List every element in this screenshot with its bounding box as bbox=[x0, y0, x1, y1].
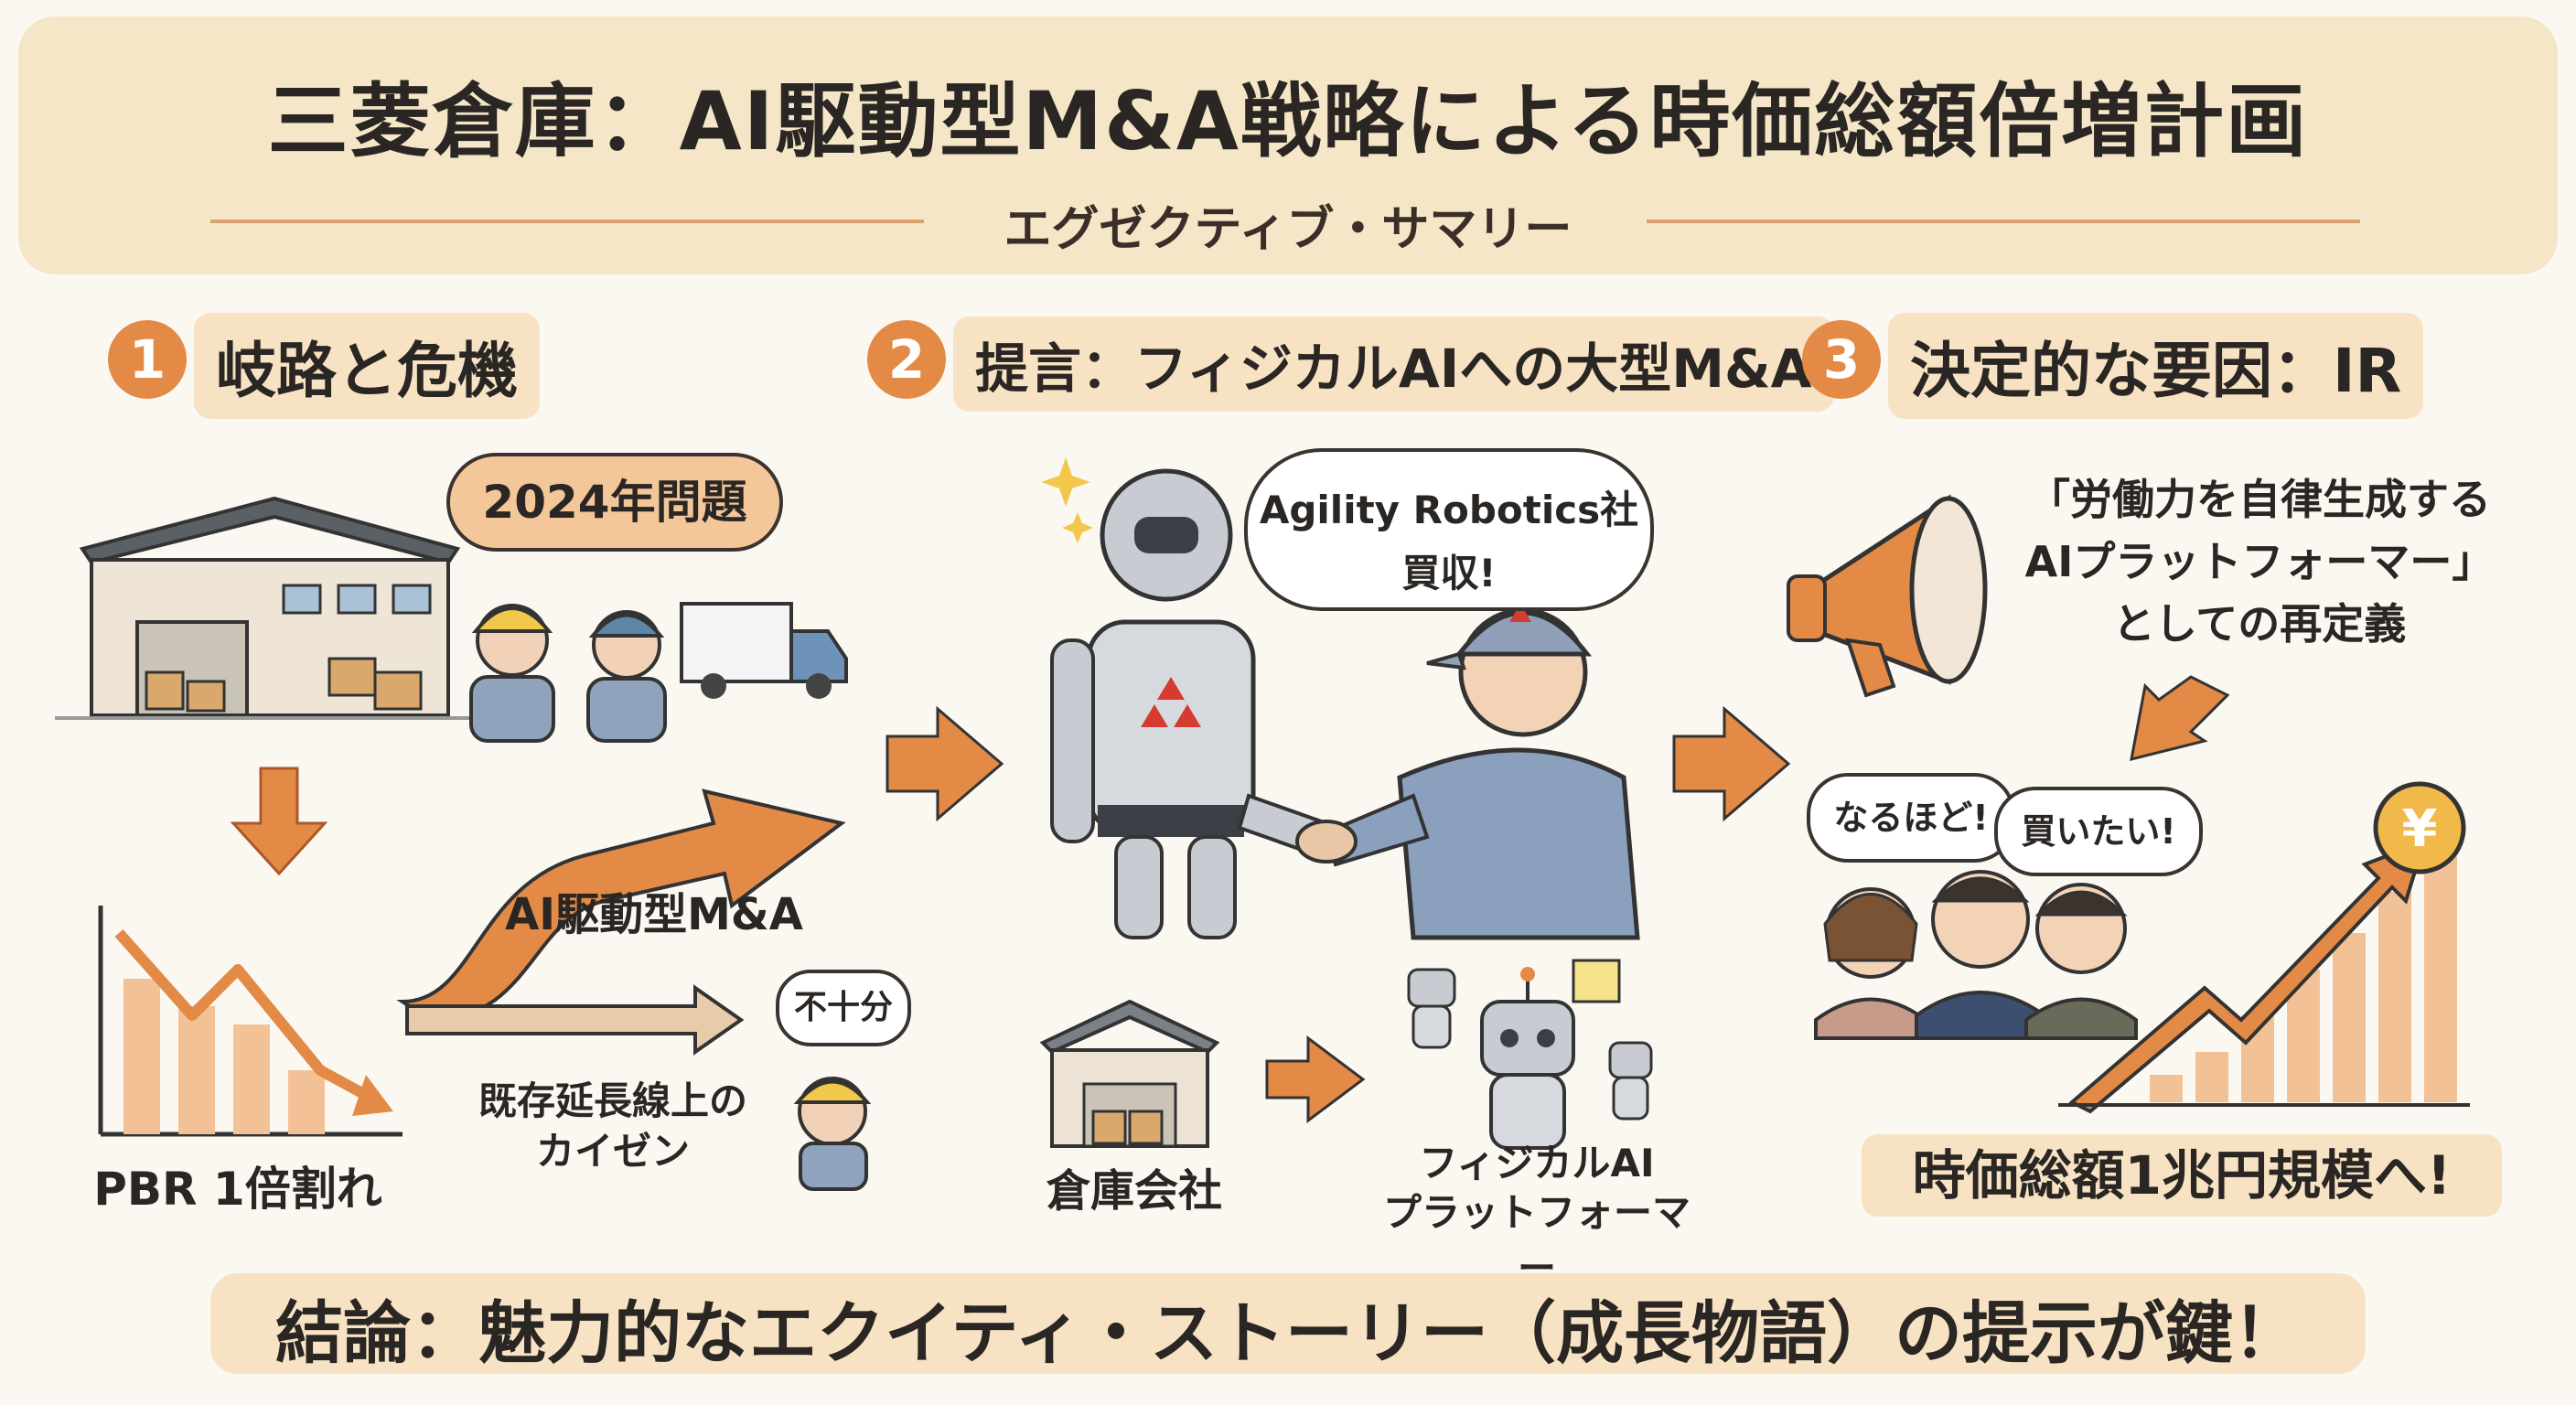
robot-group-icon bbox=[1407, 959, 1653, 1150]
worker-icon bbox=[793, 1077, 872, 1191]
subtitle-divider-left bbox=[210, 220, 924, 223]
kaizen-label-line2: カイゼン bbox=[535, 1129, 690, 1174]
page-subtitle: エグゼクティブ・サマリー bbox=[1004, 202, 1572, 257]
warehouse-company-label: 倉庫会社 bbox=[1046, 1165, 1222, 1217]
section-3-title: 決定的な要因：IR bbox=[1888, 313, 2424, 419]
acquisition-bubble: Agility Robotics社 買収! bbox=[1244, 448, 1654, 611]
svg-text:¥: ¥ bbox=[2402, 799, 2438, 859]
investor-icon bbox=[2024, 883, 2138, 1040]
section-2-title: 提言：フィジカルAIへの大型M&A bbox=[953, 316, 1834, 412]
investor-bubble-right: 買いたい! bbox=[1994, 787, 2203, 876]
section-1-title: 岐路と危機 bbox=[194, 313, 540, 419]
growth-chart bbox=[2058, 838, 2470, 1114]
subtitle-divider-right bbox=[1647, 220, 2360, 223]
down-arrow-icon bbox=[2130, 675, 2230, 762]
conclusion-highlight bbox=[210, 1273, 2366, 1374]
insufficient-bubble: 不十分 bbox=[776, 970, 911, 1046]
section-1-number: 1 bbox=[108, 320, 187, 399]
pbr-label: PBR 1倍割れ bbox=[93, 1163, 382, 1216]
investor-bubble-left: なるほど! bbox=[1807, 773, 2015, 863]
robot-icon bbox=[1050, 468, 1329, 939]
staff-worker-icon bbox=[1324, 604, 1640, 940]
worker-icon bbox=[586, 610, 667, 743]
worker-icon bbox=[469, 604, 555, 743]
section-3-number: 3 bbox=[1802, 320, 1881, 399]
handshake-icon bbox=[1295, 820, 1358, 863]
page-title: 三菱倉庫：AI駆動型M&A戦略による時価総額倍増計画 bbox=[267, 74, 2309, 168]
market-cap-label: 時価総額1兆円規模へ! bbox=[1862, 1134, 2502, 1217]
small-warehouse-icon bbox=[1039, 999, 1220, 1148]
header-banner bbox=[18, 16, 2558, 274]
conclusion-text: 結論：魅力的なエクイティ・ストーリー（成長物語）の提示が鍵！ bbox=[274, 1294, 2302, 1373]
section-2-number: 2 bbox=[867, 320, 946, 399]
acquisition-bubble-line2: 買収! bbox=[1401, 551, 1497, 595]
quote-line3: としての再定義 bbox=[2112, 599, 2407, 649]
investor-icon bbox=[1814, 887, 1927, 1040]
problem-2024-bubble: 2024年問題 bbox=[446, 453, 783, 552]
down-arrow-icon bbox=[230, 767, 328, 876]
kaizen-arrow-icon bbox=[405, 984, 745, 1056]
acquisition-bubble-line1: Agility Robotics社 bbox=[1259, 488, 1639, 532]
truck-icon bbox=[680, 602, 848, 699]
ai-ma-arrow-icon bbox=[396, 788, 846, 1023]
warehouse-icon bbox=[55, 496, 476, 720]
ai-ma-label: AI駆動型M&A bbox=[505, 889, 803, 940]
section-arrow-icon bbox=[1672, 705, 1791, 822]
section-arrow-icon bbox=[886, 705, 1004, 822]
investor-icon bbox=[1915, 870, 2046, 1040]
sparkle-icon bbox=[1041, 457, 1093, 543]
pbr-decline-chart bbox=[98, 906, 402, 1137]
transform-arrow-icon bbox=[1265, 1035, 1366, 1123]
kaizen-label-line1: 既存延長線上の bbox=[478, 1078, 747, 1123]
quote-line2: AIプラットフォーマー」 bbox=[2024, 537, 2495, 586]
yen-coin-icon: ¥ bbox=[2373, 781, 2466, 874]
quote-line1: 「労働力を自律生成する bbox=[2028, 475, 2491, 524]
megaphone-icon bbox=[1787, 494, 1988, 698]
platform-label-line1: フィジカルAI bbox=[1419, 1141, 1655, 1185]
